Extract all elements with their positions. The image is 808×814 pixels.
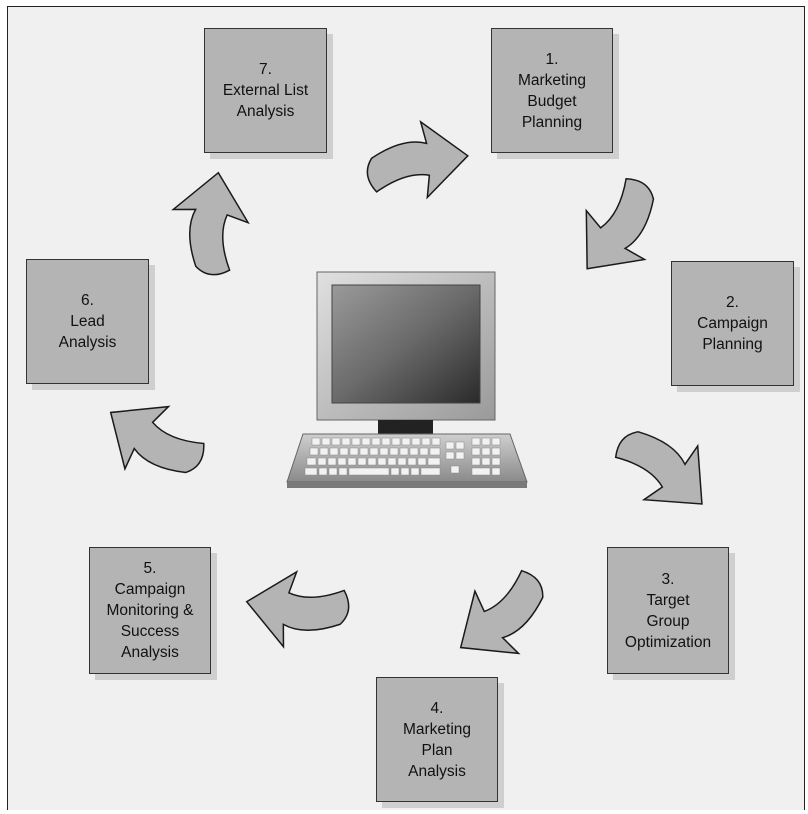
step-box-1: 1. Marketing Budget Planning (491, 28, 613, 153)
step-label-4-line-1: Marketing (402, 720, 472, 738)
step-number-4: 4. (430, 699, 444, 717)
step-label-1-line-1: Marketing (517, 71, 587, 89)
step-label-5-line-3: Success (120, 623, 180, 640)
step-label-3-line-3: Optimization (624, 633, 712, 651)
step-box-2: 2. Campaign Planning (671, 261, 794, 386)
step-number-1: 1. (545, 50, 559, 68)
step-label-1-line-3: Planning (521, 113, 583, 131)
step-box-7: 7. External List Analysis (204, 28, 327, 153)
step-number-7: 7. (259, 61, 272, 78)
step-label-5-line-2: Monitoring & (106, 602, 194, 619)
step-box-4: 4. Marketing Plan Analysis (376, 677, 498, 802)
step-label-1-line-2: Budget (527, 92, 577, 110)
step-label-3-line-2: Group (646, 612, 690, 630)
step-number-2: 2. (726, 294, 739, 311)
step-label-4-line-3: Analysis (408, 762, 466, 780)
step-number-3: 3. (661, 570, 675, 588)
step-number-6: 6. (81, 292, 94, 309)
step-box-5: 5. Campaign Monitoring & Success Analysi… (89, 547, 211, 674)
step-label-6-line-1: Lead (70, 313, 105, 330)
step-number-5: 5. (143, 560, 157, 577)
step-box-3: 3. Target Group Optimization (607, 547, 729, 674)
step-label-5-line-4: Analysis (121, 644, 179, 661)
step-label-7-line-1: External List (222, 82, 309, 99)
step-label-4-line-2: Plan (421, 741, 453, 759)
step-label-6-line-2: Analysis (58, 334, 117, 351)
step-label-7-line-2: Analysis (236, 103, 295, 120)
step-label-5-line-1: Campaign (114, 581, 186, 598)
step-label-3-line-1: Target (646, 591, 690, 609)
step-box-6: 6. Lead Analysis (26, 259, 149, 384)
step-label-2-line-1: Campaign (697, 315, 768, 332)
step-label-2-line-2: Planning (702, 336, 763, 353)
